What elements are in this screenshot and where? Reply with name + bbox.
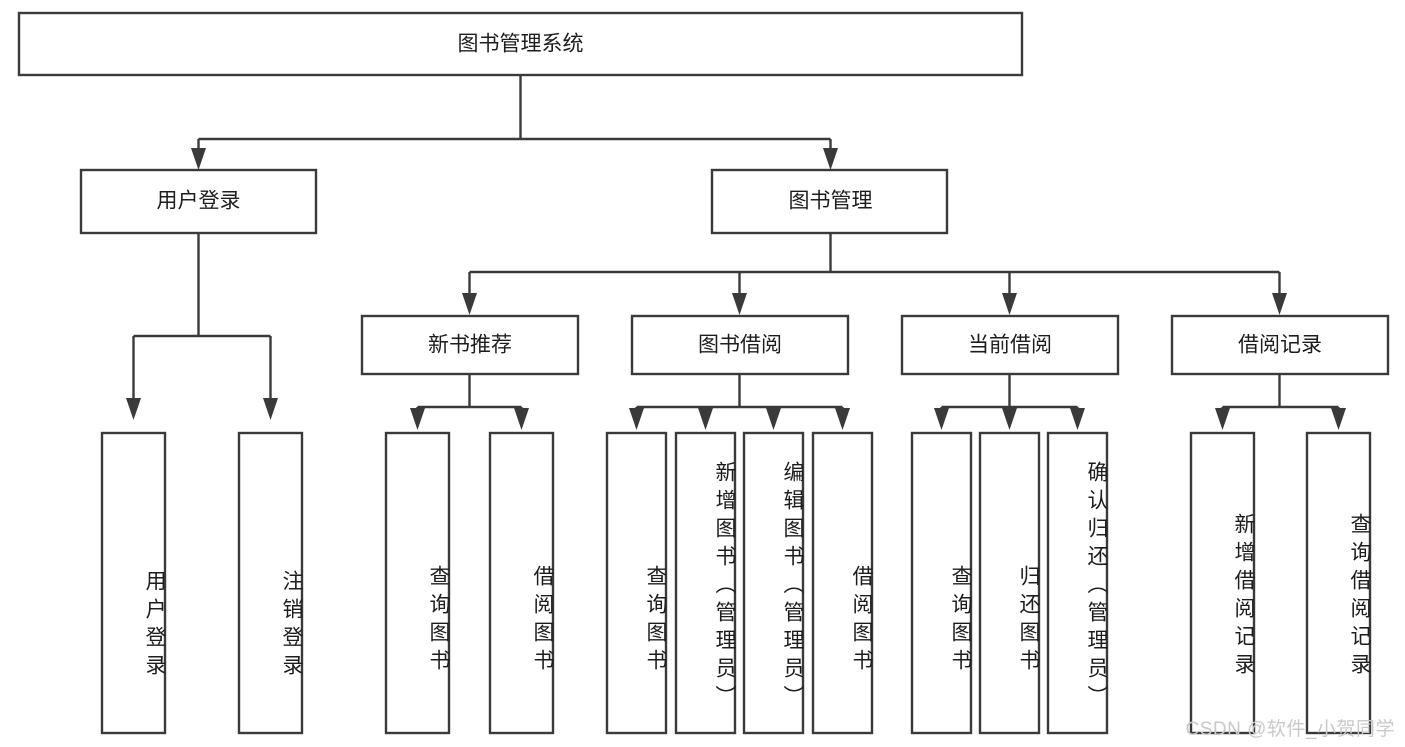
node-book-manage-box[interactable] <box>710 168 949 235</box>
node-user-login-label: 用户登录 <box>157 190 241 213</box>
arrow-to-leaf-query-book-2-icon <box>629 408 644 430</box>
node-borrow-record-box[interactable] <box>1170 314 1390 376</box>
leaf-box-edit-book[interactable] <box>742 431 805 735</box>
arrow-to-borrow-record-icon <box>1272 293 1287 315</box>
leaf-box-query-book-2[interactable] <box>605 431 668 735</box>
node-book-borrow-box[interactable] <box>630 314 850 376</box>
arrow-to-leaf-return-book-icon <box>1002 408 1017 430</box>
node-root[interactable]: 图书管理系统 <box>17 11 1024 77</box>
node-new-book-recommend[interactable]: 新书推荐 <box>360 314 580 376</box>
node-book-borrow-label: 图书借阅 <box>698 334 782 357</box>
node-book-borrow[interactable]: 图书借阅 <box>630 314 850 376</box>
node-book-manage[interactable]: 图书管理 <box>710 168 949 235</box>
arrow-root-to-user-login-icon <box>191 148 206 170</box>
arrow-to-leaf-user-login-icon <box>126 398 141 420</box>
arrow-to-leaf-edit-book-icon <box>766 408 781 430</box>
node-current-borrow[interactable]: 当前借阅 <box>900 314 1120 376</box>
arrow-to-leaf-query-book-1-icon <box>410 408 425 430</box>
arrow-to-leaf-user-logout-icon <box>263 398 278 420</box>
leaf-box-user-login[interactable] <box>100 431 167 735</box>
arrow-to-leaf-query-record-icon <box>1331 408 1346 430</box>
leaf-box-query-book-3[interactable] <box>910 431 973 735</box>
node-user-login-box[interactable] <box>79 168 318 235</box>
node-book-manage-label: 图书管理 <box>789 190 873 213</box>
arrow-to-leaf-query-book-3-icon <box>934 408 949 430</box>
node-borrow-record-label: 借阅记录 <box>1238 334 1322 357</box>
arrow-root-to-book-manage-icon <box>823 148 838 170</box>
arrow-to-book-borrow-icon <box>732 293 747 315</box>
leaf-box-add-book[interactable] <box>674 431 737 735</box>
node-new-book-recommend-label: 新书推荐 <box>428 334 512 357</box>
node-current-borrow-label: 当前借阅 <box>968 334 1052 357</box>
node-current-borrow-box[interactable] <box>900 314 1120 376</box>
arrow-to-leaf-add-book-icon <box>698 408 713 430</box>
arrow-to-leaf-add-record-icon <box>1215 408 1230 430</box>
node-root-box[interactable] <box>17 11 1024 77</box>
leaf-box-user-logout[interactable] <box>237 431 304 735</box>
leaf-box-return-book[interactable] <box>978 431 1041 735</box>
node-borrow-record[interactable]: 借阅记录 <box>1170 314 1390 376</box>
leaf-box-query-record[interactable] <box>1305 431 1372 735</box>
leaf-box-add-record[interactable] <box>1189 431 1256 735</box>
leaf-box-borrow-book-1[interactable] <box>488 431 555 735</box>
node-user-login[interactable]: 用户登录 <box>79 168 318 235</box>
leaf-box-confirm-return[interactable] <box>1046 431 1109 735</box>
arrow-to-current-borrow-icon <box>1002 293 1017 315</box>
arrow-to-leaf-confirm-return-icon <box>1070 408 1085 430</box>
arrow-to-leaf-borrow-book-1-icon <box>514 408 529 430</box>
node-root-label: 图书管理系统 <box>458 33 584 56</box>
arrow-to-new-book-recommend-icon <box>462 293 477 315</box>
leaf-box-borrow-book-2[interactable] <box>811 431 874 735</box>
leaf-box-query-book-1[interactable] <box>384 431 451 735</box>
arrow-to-leaf-borrow-book-2-icon <box>835 408 850 430</box>
csdn-watermark: CSDN @软件_小贺同学 <box>1185 719 1395 740</box>
node-new-book-recommend-box[interactable] <box>360 314 580 376</box>
